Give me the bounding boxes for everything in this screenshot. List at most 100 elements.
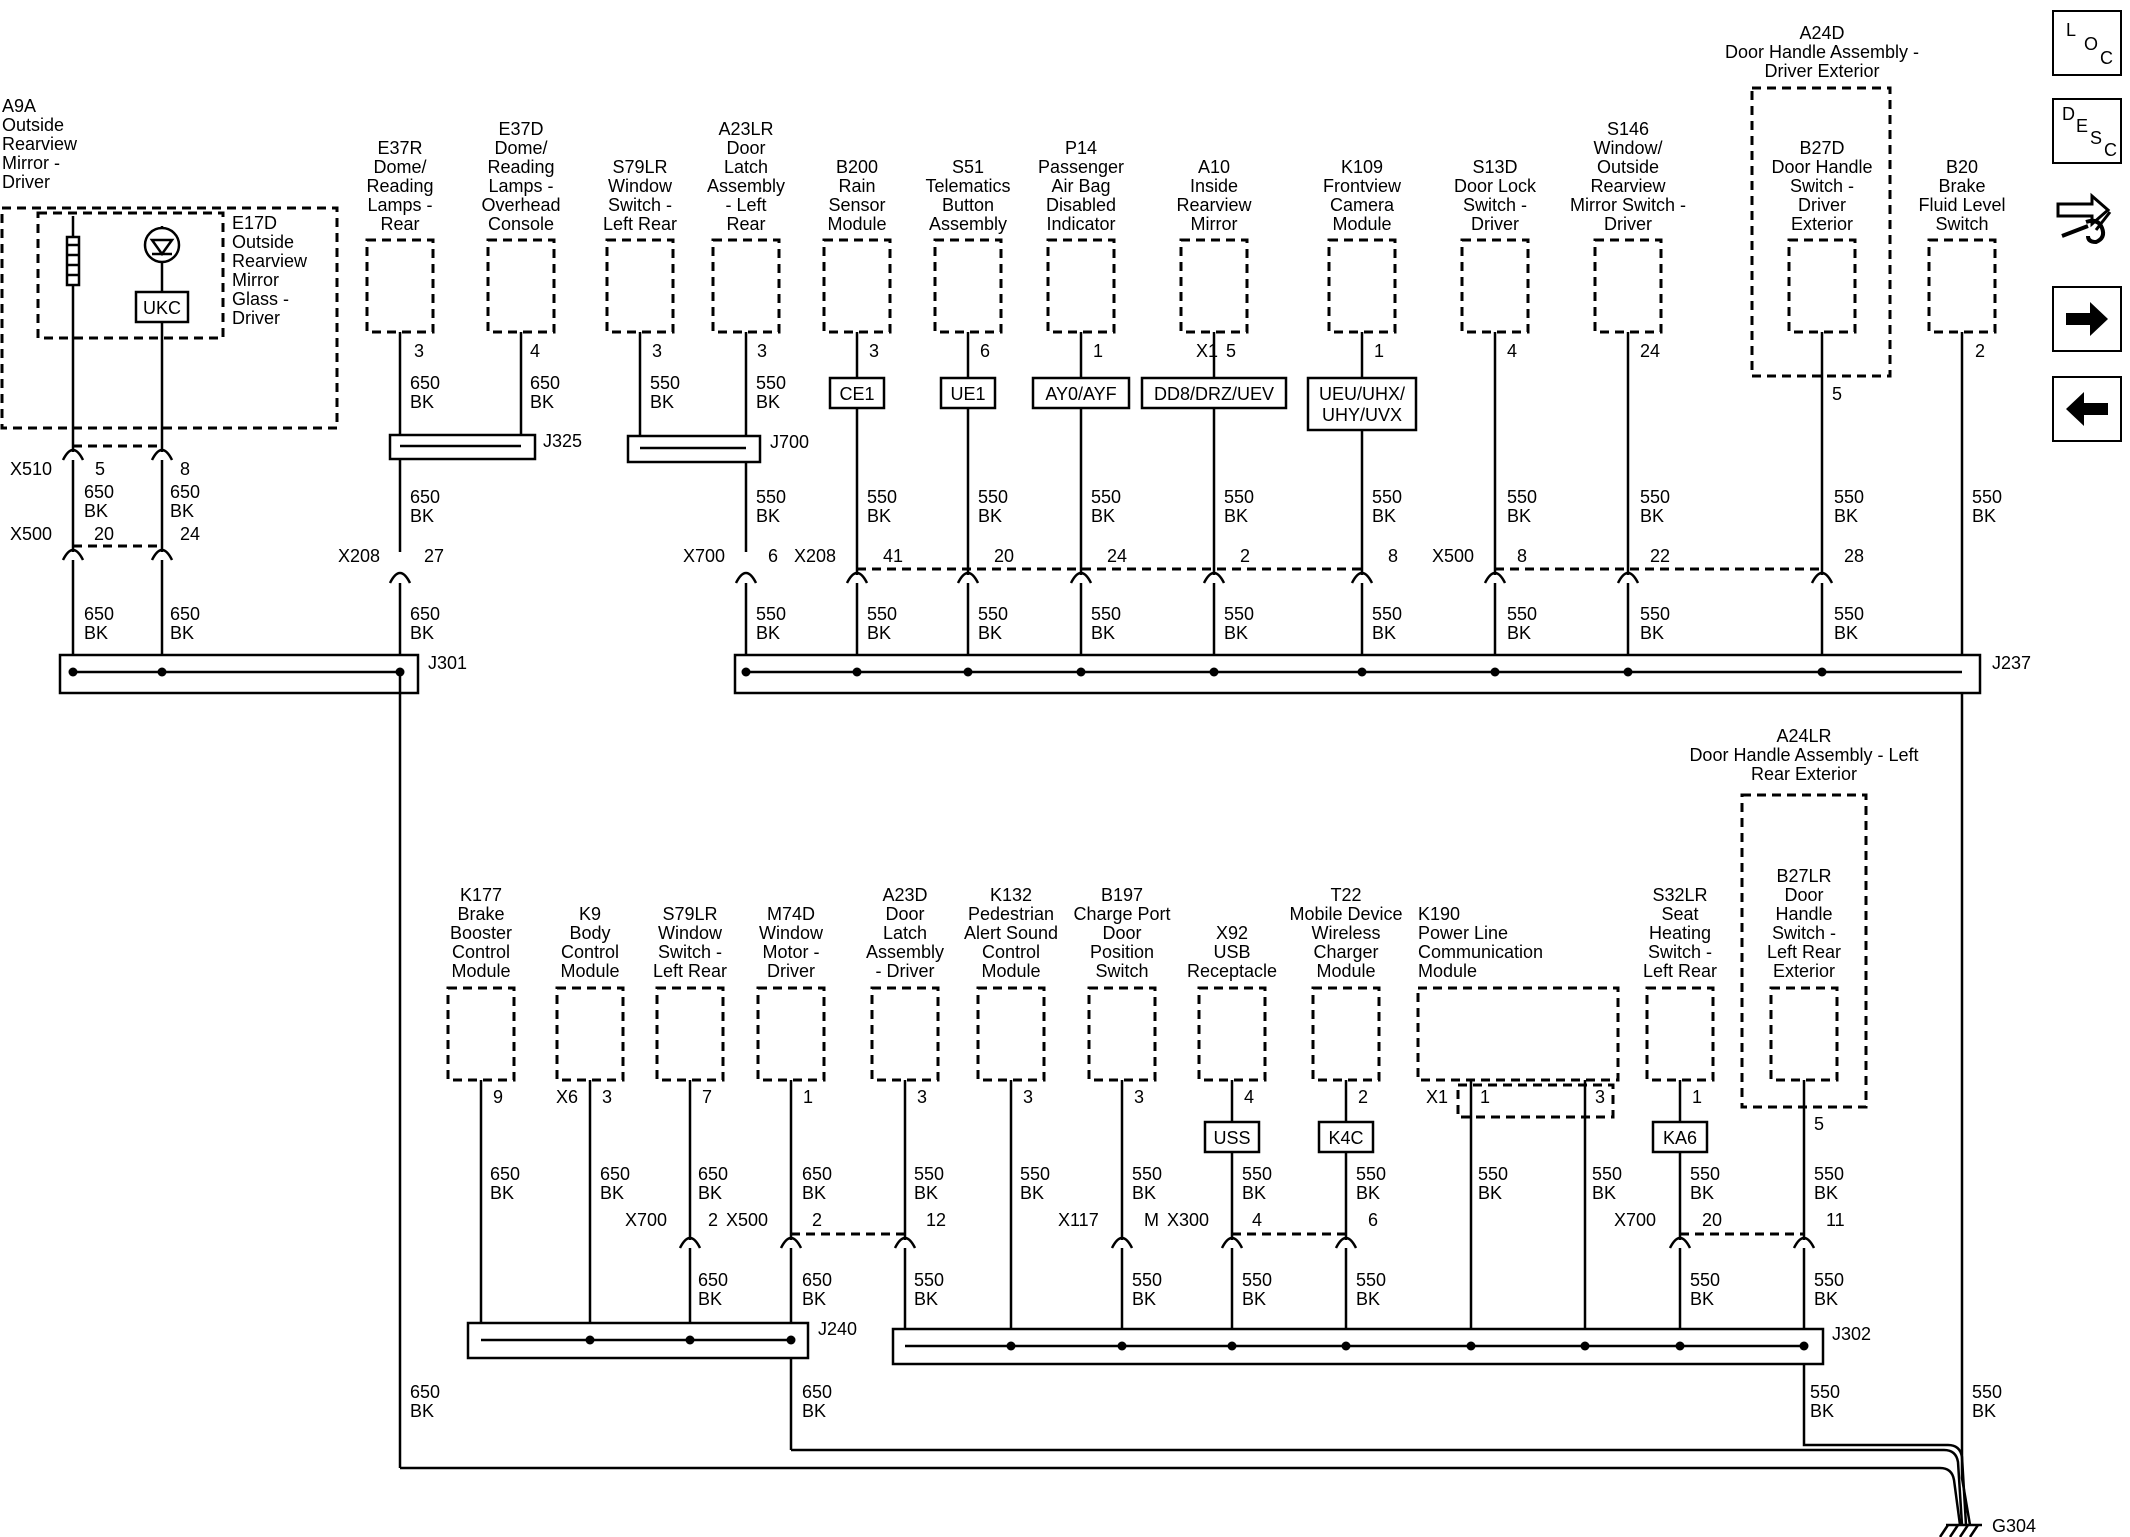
connector-arc: [1334, 1236, 1358, 1249]
wire-color-label: BK: [867, 623, 891, 643]
component-name-b27lr: B27LR: [1776, 866, 1831, 886]
pin-label: 24: [1640, 341, 1660, 361]
description-button[interactable]: D E S C: [2052, 98, 2122, 164]
wire-color-label: BK: [1132, 1289, 1156, 1309]
component-name-b27d: B27D: [1799, 138, 1844, 158]
component-name-a23d: Latch: [883, 923, 927, 943]
wire-size-label: 550: [1372, 604, 1402, 624]
wire-size-label: 550: [1372, 487, 1402, 507]
component-name-b197: B197: [1101, 885, 1143, 905]
component-name-a23lr: - Left: [725, 195, 766, 215]
splice-dot: [1006, 1341, 1016, 1351]
component-name-m74d: Window: [759, 923, 824, 943]
pin-label: 3: [1023, 1087, 1033, 1107]
component-box: [1593, 238, 1663, 334]
component-name-e37d: Overhead: [481, 195, 560, 215]
wire-color-label: BK: [1690, 1183, 1714, 1203]
previous-page-button[interactable]: [2052, 376, 2122, 442]
pin-label: 12: [926, 1210, 946, 1230]
component-name-k190: Communication: [1418, 942, 1543, 962]
component-name-s13d: Switch -: [1463, 195, 1527, 215]
component-name-s146: Window/: [1593, 138, 1662, 158]
wire-color-label: BK: [978, 506, 1002, 526]
pin-label: 7: [702, 1087, 712, 1107]
pin-label: 2: [708, 1210, 718, 1230]
junction-label-j325: J325: [543, 431, 582, 451]
location-button[interactable]: L O C: [2052, 10, 2122, 76]
component-name-a10: A10: [1198, 157, 1230, 177]
ground-label-g304: G304: [1992, 1516, 2036, 1536]
option-box-a10: [1140, 376, 1288, 410]
component-name-e17d: Rearview: [232, 251, 308, 271]
connector-arc: [388, 571, 412, 584]
wire-color-label: BK: [1242, 1289, 1266, 1309]
wire-size-label: 550: [756, 487, 786, 507]
component-name-a23lr: Door: [726, 138, 765, 158]
pin-label: 1: [1480, 1087, 1490, 1107]
ground-wire: [791, 1448, 1964, 1526]
component-name-k132: K132: [990, 885, 1032, 905]
wire-size-label: 550: [867, 604, 897, 624]
component-name-s51: S51: [952, 157, 984, 177]
splice-dot: [852, 667, 862, 677]
component-name-e37d: Reading: [487, 157, 554, 177]
pin-label: 1: [1692, 1087, 1702, 1107]
wire-color-label: BK: [1356, 1183, 1380, 1203]
wire-color-label: BK: [410, 506, 434, 526]
splice-dot: [1675, 1341, 1685, 1351]
ground-hatch: [1958, 1524, 1970, 1537]
component-name-s51: Telematics: [925, 176, 1010, 196]
component-name-t22: T22: [1330, 885, 1361, 905]
component-name-a10: Rearview: [1176, 195, 1252, 215]
component-name-a23d: A23D: [882, 885, 927, 905]
component-name-s13d: Door Lock: [1454, 176, 1537, 196]
connector-arc: [1668, 1236, 1692, 1249]
wire-size-label: 550: [650, 373, 680, 393]
wire-color-label: BK: [1814, 1289, 1838, 1309]
connector-arc: [1220, 1236, 1244, 1249]
pin-label: M: [1144, 1210, 1159, 1230]
connector-label-x500: X500: [10, 524, 52, 544]
pin-label: 8: [1517, 546, 1527, 566]
component-name-s51: Assembly: [929, 214, 1007, 234]
loc-letter-l: L: [2066, 20, 2077, 40]
connector-arc: [1792, 1236, 1816, 1249]
wire-color-label: BK: [1091, 623, 1115, 643]
pin-label: 3: [1134, 1087, 1144, 1107]
pin-label: 11: [1826, 1210, 1845, 1230]
component-name-b200: Rain: [838, 176, 875, 196]
connector-arc: [1616, 571, 1640, 584]
component-name-b27lr: Switch -: [1772, 923, 1836, 943]
component-name-p14: Disabled: [1046, 195, 1116, 215]
component-name-a9a: A9A: [2, 96, 36, 116]
component-name-b197: Position: [1090, 942, 1154, 962]
component-name-b197: Charge Port: [1073, 904, 1170, 924]
component-box: [1787, 238, 1857, 334]
junction-label-j700: J700: [770, 432, 809, 452]
diagnostic-tool-button[interactable]: [2052, 182, 2122, 248]
option-box-a10-label: DD8/DRZ/UEV: [1154, 384, 1274, 404]
option-box-p14-label: AY0/AYF: [1045, 384, 1116, 404]
next-page-button[interactable]: [2052, 286, 2122, 352]
splice-dot: [585, 1335, 595, 1345]
connector-label-x500-bot: X500: [726, 1210, 768, 1230]
wire-color-label: BK: [802, 1289, 826, 1309]
connector-arc: [61, 548, 85, 561]
component-name-k177: K177: [460, 885, 502, 905]
component-name-k190: Module: [1418, 961, 1477, 981]
wire-color-label: BK: [1224, 623, 1248, 643]
option-box-ka6-label: KA6: [1663, 1128, 1697, 1148]
wire-size-label: 550: [1814, 1164, 1844, 1184]
component-name-k177: Module: [451, 961, 510, 981]
wire-color-label: BK: [410, 392, 434, 412]
component-name-s79lr_bot: Switch -: [658, 942, 722, 962]
component-name-m74d: Driver: [767, 961, 815, 981]
component-box: [446, 986, 516, 1082]
wire-color-label: BK: [170, 623, 194, 643]
wire-color-label: BK: [978, 623, 1002, 643]
pin-label: 3: [652, 341, 662, 361]
connector-arc: [1202, 571, 1226, 584]
component-box: [486, 238, 556, 334]
component-box: [933, 238, 1003, 334]
